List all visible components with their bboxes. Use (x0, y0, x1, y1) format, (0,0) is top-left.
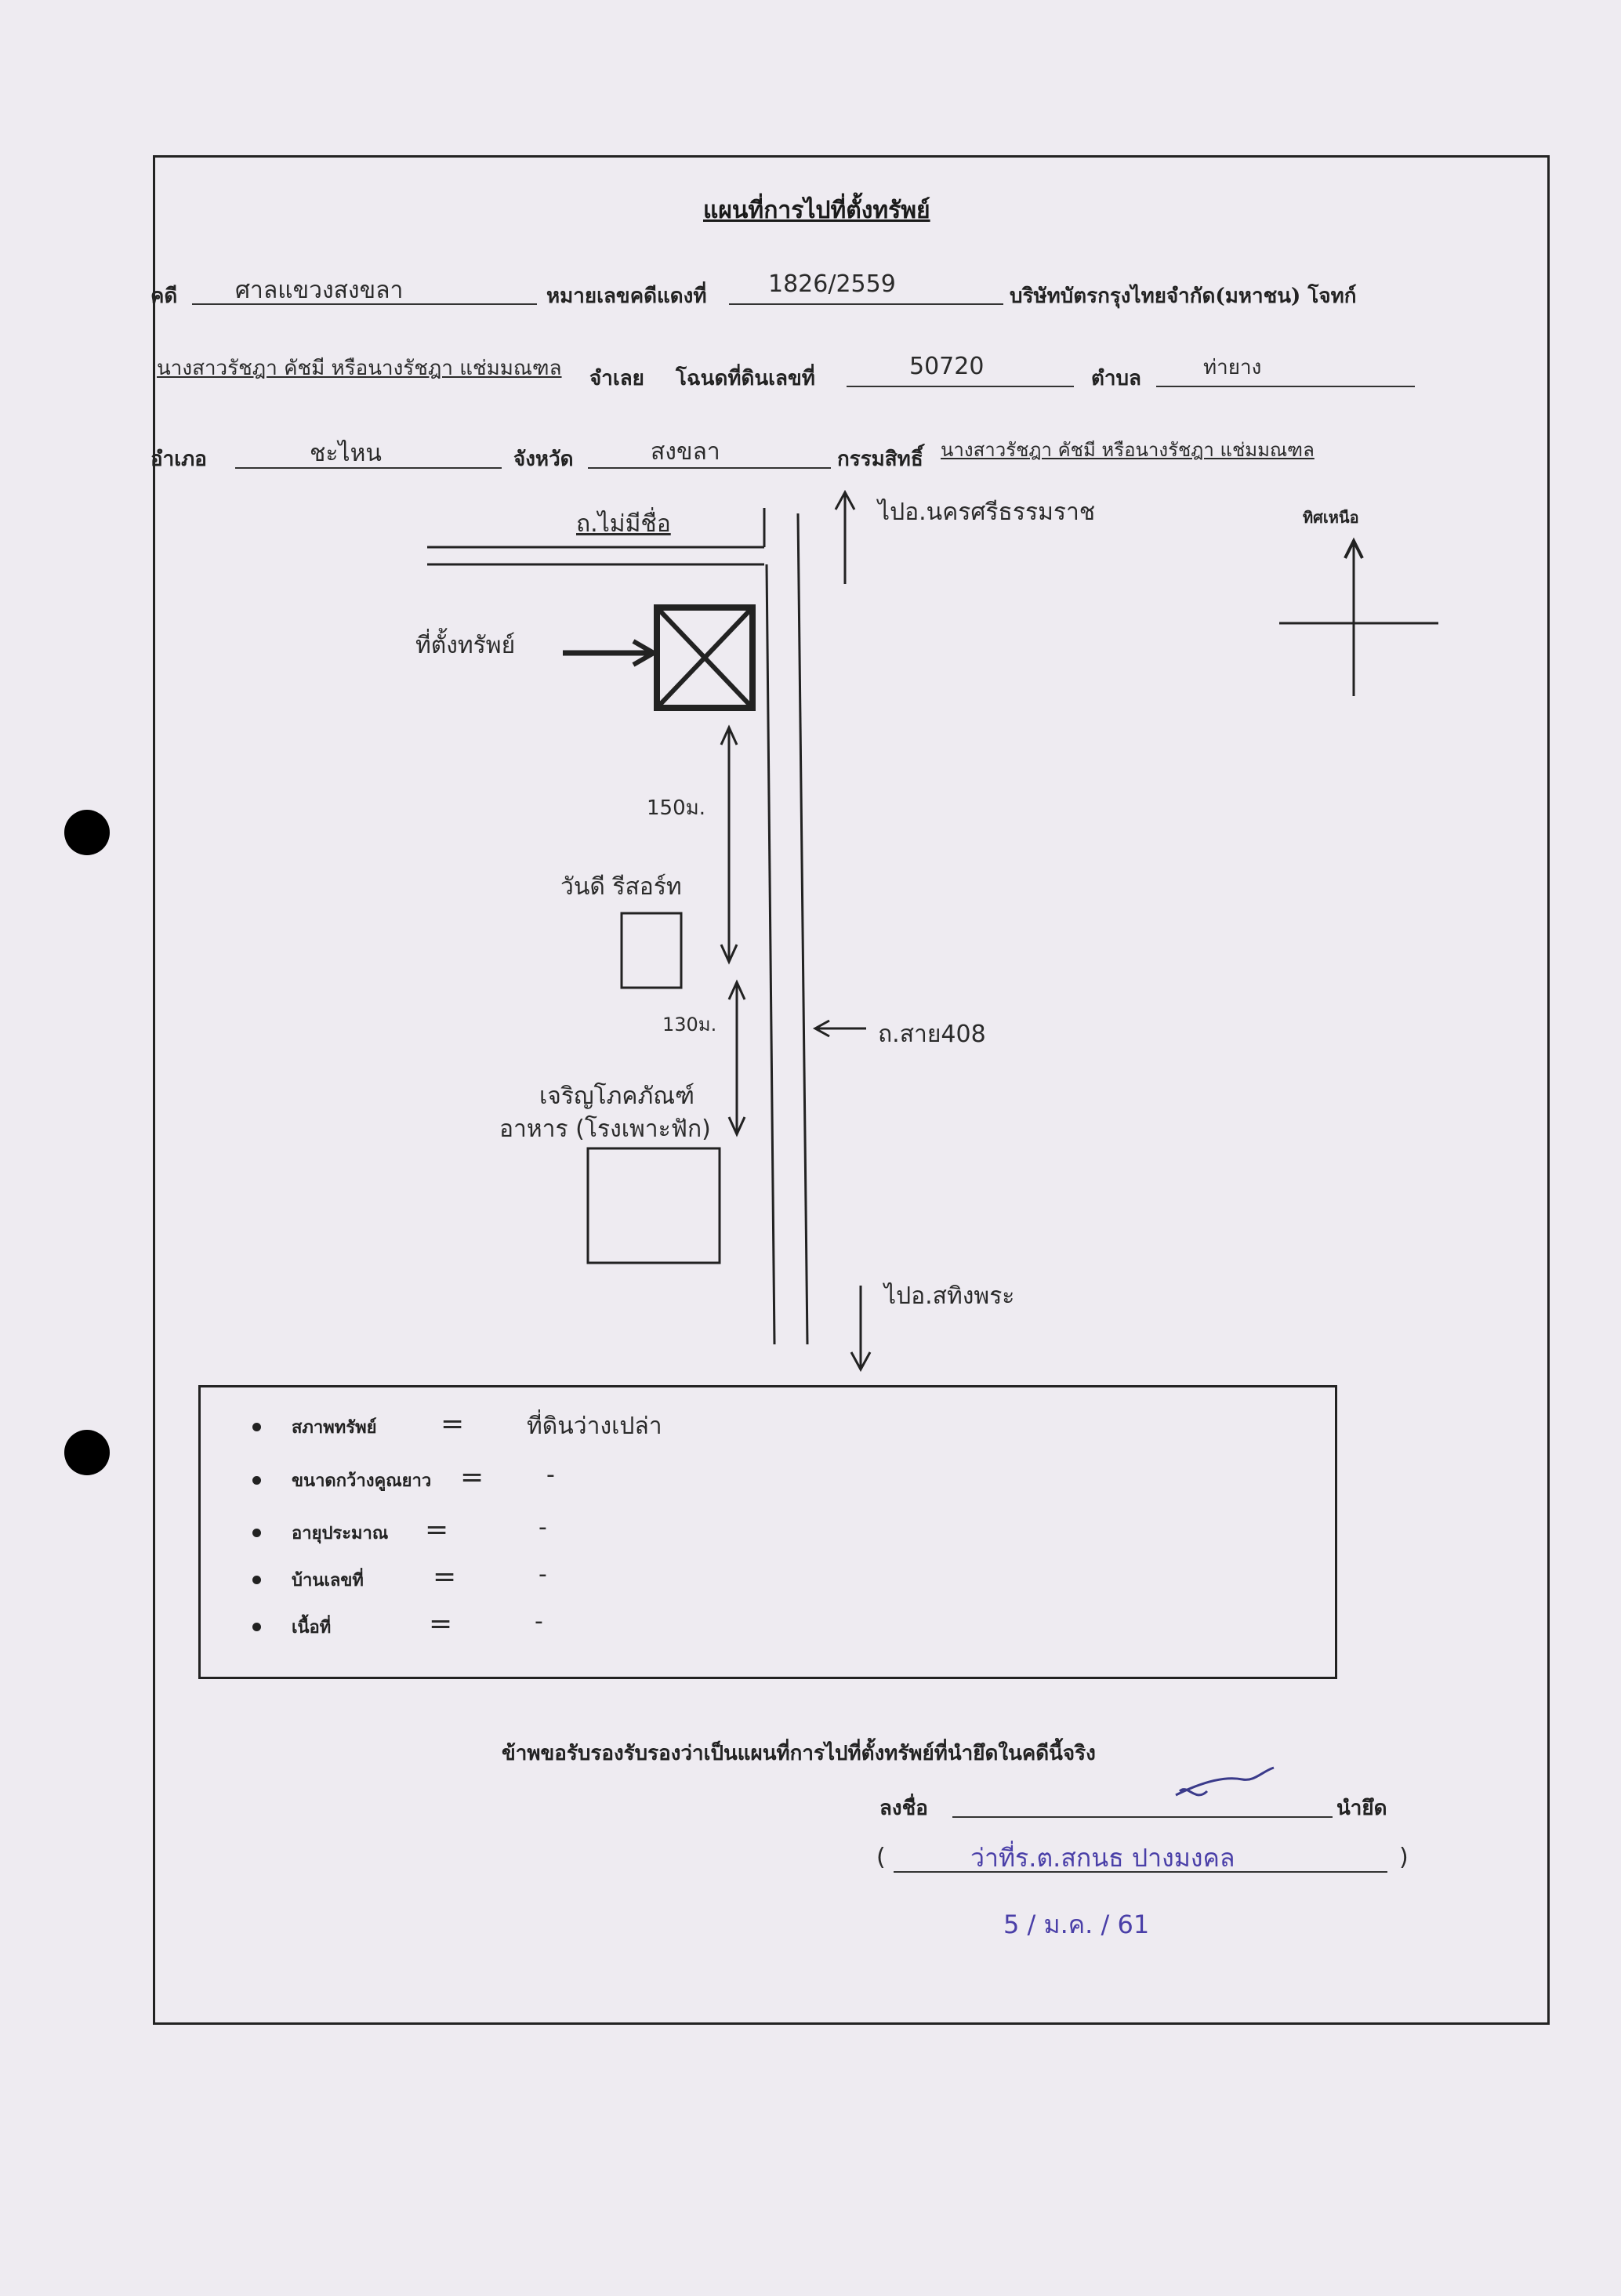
highway-left-edge (765, 564, 776, 1345)
north-label: ทิศเหนือ (1303, 508, 1359, 527)
info-bullet (252, 1576, 261, 1584)
to-south-city-label: ไปอ.สทิงพระ (884, 1282, 1015, 1310)
property-marker (654, 604, 756, 711)
signature (1175, 1766, 1275, 1797)
deed-no-value: 50720 (909, 353, 985, 380)
province-value: สงขลา (651, 438, 720, 466)
sign-underline (952, 1816, 1333, 1818)
court-underline (192, 303, 537, 305)
district-underline (235, 467, 502, 469)
landmark-2-label-line1: เจริญโภคภัณฑ์ (539, 1083, 694, 1110)
info-eq-condition: = (441, 1408, 465, 1440)
info-eq-house-no: = (433, 1561, 457, 1593)
highway-right-edge (796, 513, 809, 1345)
binder-hole-bottom (64, 1430, 110, 1475)
owner-label: กรรมสิทธิ์ (837, 448, 923, 471)
subdistrict-underline (1156, 386, 1415, 387)
property-info-box (198, 1385, 1337, 1679)
landmark-2-box (586, 1147, 721, 1264)
info-label-size: ขนาดกว้างคูณยาว (292, 1471, 432, 1491)
info-bullet (252, 1623, 261, 1631)
info-bullet (252, 1423, 261, 1431)
page-title: แผนที่การไปที่ตั้งทรัพย์ (703, 197, 930, 224)
signer-name: ว่าที่ร.ต.สกนธ ปางมงคล (970, 1843, 1235, 1873)
info-value-area: - (535, 1608, 543, 1635)
info-label-house-no: บ้านเลขที่ (292, 1570, 364, 1591)
signer-name-underline (894, 1871, 1387, 1873)
deed-no-label: โฉนดที่ดินเลขที่ (676, 367, 815, 390)
info-bullet (252, 1476, 261, 1485)
subdistrict-label: ตำบล (1091, 367, 1141, 390)
landmark-2-label-line2: อาหาร (โรงเพาะฟัก) (499, 1115, 711, 1143)
distance-2-label: 130ม. (662, 1014, 717, 1036)
binder-hole-top (64, 810, 110, 855)
info-value-condition: ที่ดินว่างเปล่า (527, 1413, 662, 1440)
info-label-condition: สภาพทรัพย์ (292, 1417, 377, 1438)
role-label: นำยึด (1336, 1797, 1387, 1820)
province-underline (588, 467, 831, 469)
road-top-label: ถ.ไม่มีชื่อ (576, 510, 671, 538)
sign-label: ลงชื่อ (879, 1797, 928, 1820)
red-no-underline (729, 303, 1003, 305)
info-eq-age: = (425, 1514, 449, 1546)
subdistrict-value: ท่ายาง (1203, 356, 1262, 379)
info-label-age: อายุประมาณ (292, 1523, 389, 1543)
property-label: ที่ตั้งทรัพย์ (415, 632, 516, 659)
info-label-area: เนื้อที่ (292, 1617, 332, 1638)
info-value-size: - (546, 1461, 555, 1489)
court-value: ศาลแขวงสงขลา (235, 277, 404, 304)
landmark-1-box (620, 912, 683, 989)
info-value-house-no: - (539, 1561, 547, 1588)
to-north-city-label: ไปอ.นครศรีธรรมราช (878, 499, 1096, 526)
paren-close: ) (1399, 1844, 1409, 1871)
highway-label: ถ.สาย408 (878, 1021, 986, 1048)
info-value-age: - (539, 1514, 547, 1541)
distance-1-label: 150ม. (647, 796, 706, 820)
landmark-1-label: วันดี รีสอร์ท (560, 873, 682, 901)
info-eq-area: = (429, 1608, 453, 1640)
certification-statement: ข้าพขอรับรองรับรองว่าเป็นแผนที่การไปที่ต… (502, 1742, 1096, 1765)
page-frame (153, 155, 1550, 2025)
plaintiff-text: บริษัทบัตรกรุงไทยจำกัด(มหาชน) โจทก์ (1010, 285, 1357, 308)
defendant-suffix-label: จำเลย (589, 367, 644, 390)
owner-value: นางสาวรัชฎา คัชมี หรือนางรัชฎา แช่มมณฑล (941, 439, 1315, 461)
defendant-value: นางสาวรัชฎา คัชมี หรือนางรัชฎา แช่มมณฑล (157, 357, 562, 380)
info-bullet (252, 1529, 261, 1537)
info-eq-size: = (460, 1461, 484, 1493)
paren-open: ( (876, 1844, 886, 1871)
district-value: ชะไหน (310, 440, 382, 467)
case-label: คดี (150, 285, 178, 308)
certification-date: 5 / ม.ค. / 61 (1003, 1910, 1150, 1939)
red-no-label: หมายเลขคดีแดงที่ (546, 285, 707, 308)
province-label: จังหวัด (513, 448, 574, 471)
red-no-value: 1826/2559 (768, 270, 896, 298)
deed-no-underline (847, 386, 1074, 387)
district-label: อำเภอ (150, 448, 207, 471)
